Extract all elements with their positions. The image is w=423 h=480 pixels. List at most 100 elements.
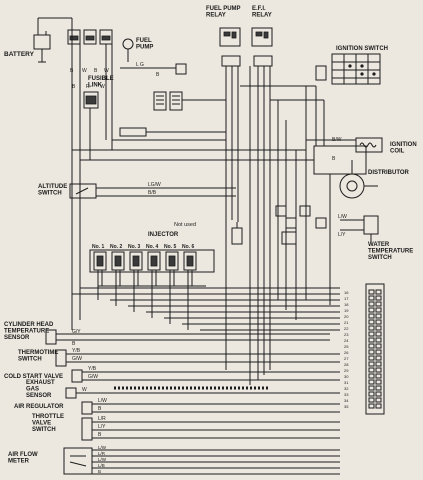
ecu-pin-label: 25 [344, 344, 349, 349]
ecu-pin [375, 349, 382, 355]
cold-start-valve-label: COLD START VALVE [4, 374, 63, 380]
ecu-pin [368, 289, 375, 295]
injector-coil [186, 255, 194, 267]
battery [33, 17, 72, 63]
injector-feed-lines [72, 287, 340, 331]
cold-start-valve [71, 369, 340, 383]
not-used-connector [231, 222, 243, 245]
ecu-pin-label: 27 [344, 356, 349, 361]
connector-blocks [275, 205, 327, 245]
ecu-pin [375, 373, 382, 379]
ecu-pin [375, 379, 382, 385]
cold-wire-yb: Y/B [88, 366, 97, 372]
ecu-pin [375, 343, 382, 349]
air-wire-b: B [98, 406, 102, 412]
ecu-pin-label: 24 [344, 338, 349, 343]
injector-body [111, 251, 125, 271]
throttle-valve-switch [81, 417, 340, 441]
ecu-pin [368, 325, 375, 331]
ecu-connector [365, 283, 385, 415]
injector-body [93, 251, 107, 271]
fuse-row2-wire-1: B [72, 84, 76, 90]
ignition-switch-label: IGNITION SWITCH [336, 46, 388, 52]
ecu-pin-label: 33 [344, 392, 349, 397]
ecu-pin-label: 28 [344, 362, 349, 367]
efi-relay [251, 27, 273, 67]
ecu-pin [368, 331, 375, 337]
injector-coil [150, 255, 158, 267]
thr-wire-b: B [98, 432, 102, 438]
exh-wire-w: W [82, 387, 87, 393]
air-flow-meter [63, 447, 340, 475]
ecu-pin-label: 21 [344, 320, 349, 325]
air-wire-lw: L/W [98, 398, 107, 404]
water-temperature-switch [340, 215, 379, 242]
pump-wire-b: B [156, 72, 160, 78]
injector-3: No. 3 [128, 244, 143, 312]
injector-1: No. 1 [92, 244, 107, 300]
injector-coil [114, 255, 122, 267]
cyl-wire-b: B [72, 341, 76, 347]
injector-body [147, 251, 161, 271]
distributor [339, 160, 378, 199]
ecu-pin-label: 16 [344, 290, 349, 295]
afm-wire-2: L/R [98, 451, 106, 456]
fuse-row2-wire-3: W [100, 84, 105, 90]
efi-relay-label: E.F.I.RELAY [252, 6, 272, 19]
ecu-pin [375, 397, 382, 403]
ecu-pin [375, 403, 382, 409]
ecu-pin [375, 313, 382, 319]
thermo-wire-yb: Y/B [72, 348, 81, 354]
afm-wire-5: B [98, 469, 101, 474]
fuel-pump-relay [219, 27, 241, 67]
fuel-pump [120, 38, 187, 75]
ecu-pin [375, 307, 382, 313]
air-regulator-label: AIR REGULATOR [14, 404, 64, 410]
ecu-pin-label: 30 [344, 374, 349, 379]
injector-coil [168, 255, 176, 267]
pump-wire-lg: L G [136, 62, 144, 68]
ecu-pin-label: 23 [344, 332, 349, 337]
injector-body [129, 251, 143, 271]
altitude-switch [69, 183, 236, 199]
injector-coil [96, 255, 104, 267]
ecu-pin-label: 22 [344, 326, 349, 331]
ecu-pin [368, 337, 375, 343]
ecu-pin [375, 355, 382, 361]
distributor-label: DISTRIBUTOR [368, 170, 410, 176]
ecu-pin [375, 295, 382, 301]
ecu-pin [368, 397, 375, 403]
ecu-pin [368, 379, 375, 385]
cold-wire-gw: G/W [88, 374, 98, 380]
ecu-pin [368, 403, 375, 409]
fuse-cluster [67, 29, 183, 137]
injector-label-2: No. 2 [110, 244, 122, 250]
injector-label: INJECTOR [148, 232, 179, 238]
ecu-pin-label: 32 [344, 386, 349, 391]
water-wire-ly: L/Y [338, 232, 346, 238]
water-wire-lw: L/W [338, 214, 347, 220]
ecu-pin [368, 307, 375, 313]
injector-coil [132, 255, 140, 267]
fuse-row1-wire-2: W [82, 68, 87, 74]
injector-body [165, 251, 179, 271]
injector-6: No. 6 [182, 244, 197, 330]
injector-2: No. 2 [110, 244, 125, 306]
ignition-switch [315, 53, 381, 85]
altitude-wire-bb: B/B [148, 190, 157, 196]
fuse-row1-wire-3: B [94, 68, 98, 74]
ecu-pin [368, 343, 375, 349]
ecu-pin [375, 391, 382, 397]
ecu-pin-label: 29 [344, 368, 349, 373]
ecu-pin [368, 361, 375, 367]
